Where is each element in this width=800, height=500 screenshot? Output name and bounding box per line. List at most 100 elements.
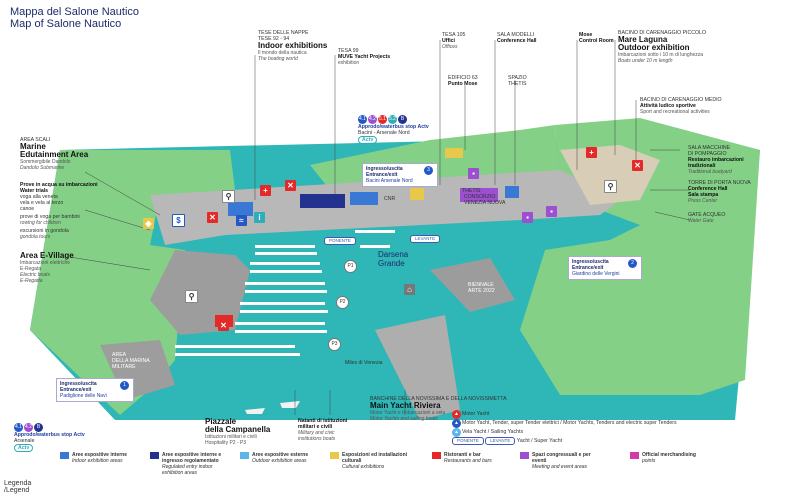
natanti-it2: institutions boats [298,436,336,442]
yacht-key-super: PONENTE LEVANTE Yacht / Super Yacht [452,437,782,445]
macchine-it: Traditional boatyard [688,169,732,175]
toilet-icon[interactable]: ⚲ [222,190,235,203]
restaurant-icon[interactable]: ✕ [285,180,296,191]
entrance-1-number: 1 [120,381,129,390]
mare-head2: Outdoor exhibition [618,43,690,52]
map-title: Mappa del Salone Nautico Map of Salone N… [10,6,139,30]
tesa99-line2: MUVE Yacht Projects [338,54,391,60]
macchine-line4: tradizionali [688,163,716,169]
sala-modelli-line1: SALA MODELLI [497,32,535,38]
event-icon[interactable]: ▪ [468,168,479,179]
legend-item: Aree espositive interne e ingresso regol… [150,452,238,476]
parking-p1-marker[interactable]: P1 [344,260,357,273]
spazio-line1: SPAZIO [508,75,527,81]
riviera-head: Main Yacht Riviera [370,401,441,410]
first-aid-icon[interactable]: + [260,185,271,196]
restaurant-icon[interactable]: ✕ [218,320,229,331]
waterbus-south-place: Arsenale [14,438,35,444]
tesa99-label: TESA 99 MUVE Yacht Projects exhibition [338,48,390,66]
marine-it: Dandolo Submarine [20,165,65,171]
riviera-it: Motor Yachts and sailing boats [370,416,438,422]
entrance-3[interactable]: 3 Ingresso/uscita Entrance/exit Bacini A… [362,163,438,187]
motor-yacht-tender-icon: ▲ [452,419,461,428]
toilet-icon[interactable]: ⚲ [604,180,617,193]
yacht-key-motor-text: Motor Yacht [462,411,490,417]
legend-swatch [630,452,639,459]
mose-label: Mose Control Room [579,32,614,44]
legend-text-it: Aree espositive interne e ingresso regol… [162,452,222,464]
prove-it2: gondola tours [20,234,51,240]
waterbus-south-label: Approdo/waterbus stop Actv [14,432,85,438]
restaurant-icon[interactable]: ✕ [207,212,218,223]
natanti-it1: Military and civic [298,430,335,436]
info-icon[interactable]: i [254,212,265,223]
mose-line2: Control Room [579,38,614,44]
consorzio-label-line2: VENEZIA NUOVA [464,200,506,206]
event-icon[interactable]: ▪ [546,206,557,217]
cnr-label: CNR [384,196,396,202]
legend-text-en: points [642,458,656,464]
parking-p3-marker[interactable]: P3 [328,338,341,351]
entrance-1-place: Padiglione delle Navi [60,393,107,399]
evillage-sub1: Imbarcazioni elettriche [20,260,71,266]
first-aid-icon[interactable]: + [586,147,597,158]
sala-macchine-label: SALA MACCHINE DI POMPAGGIO Restauro imba… [688,145,744,175]
cultural-building-2 [445,148,463,158]
actv-logo-north: Actv [358,136,378,144]
campanella-sub1: Istituzioni militari e civili [205,434,257,440]
bacino-sub: Sport and recreational activities [640,109,710,115]
legend-text-it: Esposizioni ed installazioni culturali [342,452,408,464]
riviera-pier [375,315,460,420]
marina-label-line1: AREA [112,352,127,358]
bacino-line2: Attività ludico sportive [640,103,696,109]
toilet-icon[interactable]: ⚲ [185,290,198,303]
waterbus-north-label: Approdo/waterbus stop Actv [358,124,429,130]
legend-swatch [330,452,339,459]
restaurant-icon[interactable]: ✕ [632,160,643,171]
submarine-icon[interactable]: ◆ [143,218,154,229]
prove-line5: canoe [20,206,35,212]
torre-line3: Sala stampa [688,192,719,198]
tese-line2: TESE 92 - 94 [258,36,290,42]
torre-label: TORRE DI PORTA NUOVA Conference Hall Sal… [688,180,751,204]
tesa105-label: TESA 105 Uffici Offices [442,32,465,50]
wifi-icon[interactable]: ≈ [236,215,247,226]
entrance-1[interactable]: 1 Ingresso/uscita Entrance/exit Padiglio… [56,378,134,402]
tese-line1: TESE DELLE NAPPE [258,30,309,36]
atm-icon[interactable]: $ [172,214,185,227]
yacht-key-levante: LEVANTE [485,437,516,445]
consorzio-label-line1: CONSORZIO [464,194,496,200]
marine-head2: Edutainment Area [20,150,89,159]
bacino-line1: BACINO DI CARENAGGIO MEDIO [640,97,722,103]
ponente-dock-tag: PONENTE [324,237,356,245]
event-icon[interactable]: ▪ [522,212,533,223]
prove-line1: Prove in acqua su imbarcazioni [20,182,98,188]
entrance-2-place: Giardino delle Vergini [572,271,620,277]
yacht-key-motor-line-text: Motor Yacht, Tender, super Tender elettr… [462,420,677,426]
mare-sub: Imbarcazioni sotto i 10 m di lunghezza [618,52,704,58]
yacht-key-ponente: PONENTE [452,437,484,445]
tesa105-line1: TESA 105 [442,32,466,38]
entrance-2[interactable]: 2 Ingresso/uscita Entrance/exit Giardino… [568,256,642,280]
mare-laguna-label: BACINO DI CARENAGGIO PICCOLO Mare Laguna… [618,30,706,64]
prove-line4: vela e vela al terzo [20,200,64,206]
yacht-key-motor-line: ▲Motor Yacht, Tender, super Tender elett… [452,419,782,428]
parking-p2-marker[interactable]: P2 [336,296,349,309]
gate-label: GATE ACQUEO Water Gate [688,212,725,224]
marina-militare-label: AREA DELLA MARINA MILITARE [112,352,150,370]
entrance-1-en: Entrance/exit [60,387,92,393]
entrance-3-place: Bacini Arsenale Nord [366,178,413,184]
macchine-line2: DI POMPAGGIO [688,151,727,157]
yacht-key-motor: ▲Motor Yacht [452,410,782,419]
spazio-line2: THETIS [508,81,527,87]
bacino-medio-label: BACINO DI CARENAGGIO MEDIO Attività ludi… [640,97,722,115]
torre-line2: Conference Hall [688,186,728,192]
